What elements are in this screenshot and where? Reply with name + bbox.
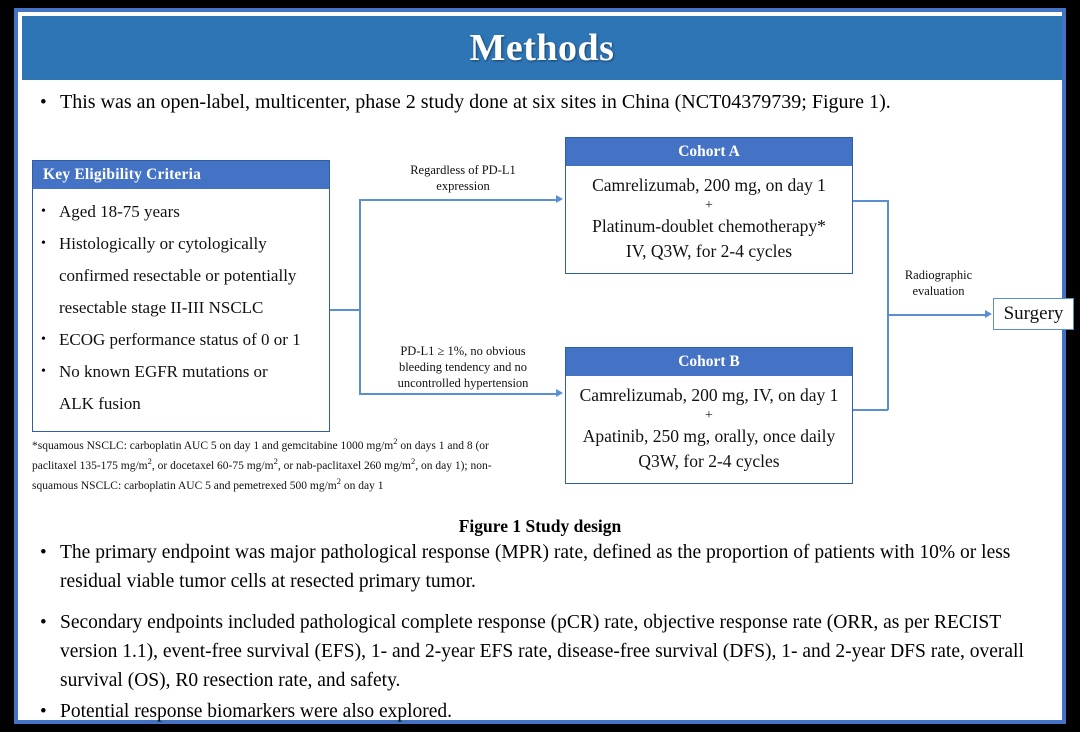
list-item: • Aged 18-75 years	[41, 197, 323, 227]
body-bullet-text: The primary endpoint was major pathologi…	[60, 542, 1011, 592]
connector-to-surgery	[887, 314, 987, 316]
list-item-label: ECOG performance status of 0 or 1	[59, 330, 301, 349]
list-item-continuation: ALK fusion	[41, 389, 323, 419]
slide-canvas: Methods • This was an open-label, multic…	[14, 8, 1074, 726]
bullet-marker-icon: •	[41, 364, 46, 379]
bullet-marker-icon: •	[40, 542, 47, 563]
cohort-b-body: Camrelizumab, 200 mg, IV, on day 1 + Apa…	[566, 376, 852, 483]
cohort-b-line1: Camrelizumab, 200 mg, IV, on day 1	[579, 385, 839, 405]
connector-a-label-line1: Regardless of PD-L1	[410, 163, 516, 177]
radiographic-label-line2: evaluation	[912, 284, 965, 298]
cohort-b-line2: Apatinib, 250 mg, orally, once daily	[582, 426, 836, 446]
cohort-b-card: Cohort B Camrelizumab, 200 mg, IV, on da…	[565, 347, 853, 484]
study-design-figure: Key Eligibility Criteria • Aged 18-75 ye…	[18, 124, 1074, 514]
connector-trunk-stub	[330, 309, 360, 311]
connector-b-label-line2: bleeding tendency and no	[398, 360, 528, 374]
connector-a-label-line2: expression	[436, 179, 490, 193]
lead-bullet-text: This was an open-label, multicenter, pha…	[60, 91, 891, 113]
eligibility-card-body: • Aged 18-75 years • Histologically or c…	[33, 189, 329, 431]
bullet-marker-icon: •	[40, 701, 47, 722]
arrow-head-a-icon	[556, 195, 563, 203]
connector-branch-b	[359, 393, 557, 395]
radiographic-evaluation-label: Radiographic evaluation	[891, 267, 986, 299]
list-item-label: No known EGFR mutations or	[59, 362, 268, 381]
footnote-line: squamous NSCLC: carboplatin AUC 5 and pe…	[32, 475, 384, 492]
connector-a-label: Regardless of PD-L1 expression	[368, 162, 558, 194]
arrow-head-b-icon	[556, 389, 563, 397]
arrow-head-surgery-icon	[985, 310, 992, 318]
connector-b-label: PD-L1 ≥ 1%, no obvious bleeding tendency…	[368, 343, 558, 391]
list-item-label: ALK fusion	[59, 394, 141, 413]
connector-branch-a	[359, 199, 557, 201]
slide-title-bar: Methods	[22, 16, 1062, 80]
body-bullet-text: Secondary endpoints included pathologica…	[60, 612, 1024, 691]
eligibility-card: Key Eligibility Criteria • Aged 18-75 ye…	[32, 160, 330, 432]
list-item-label: confirmed resectable or potentially	[59, 266, 297, 285]
list-item-continuation: confirmed resectable or potentially	[41, 261, 323, 291]
list-item: • ECOG performance status of 0 or 1	[41, 325, 323, 355]
page-title: Methods	[469, 27, 615, 69]
bullet-marker-icon: •	[40, 92, 47, 113]
bullet-marker-icon: •	[40, 612, 47, 633]
bullet-marker-icon: •	[41, 332, 46, 347]
cohort-a-line3: IV, Q3W, for 2-4 cycles	[625, 241, 793, 261]
list-item-label: resectable stage II-III NSCLC	[59, 298, 264, 317]
cohort-a-plus: +	[705, 198, 713, 213]
cohort-a-line2: Platinum-doublet chemotherapy*	[592, 216, 826, 236]
body-bullet-primary-endpoint: • The primary endpoint was major patholo…	[40, 538, 1052, 596]
radiographic-label-line1: Radiographic	[904, 268, 973, 282]
cohort-a-line1: Camrelizumab, 200 mg, on day 1	[592, 175, 826, 195]
bullet-marker-icon: •	[41, 236, 46, 251]
surgery-node: Surgery	[993, 298, 1074, 330]
footnote-line: paclitaxel 135-175 mg/m2, or docetaxel 6…	[32, 455, 492, 472]
connector-b-label-line1: PD-L1 ≥ 1%, no obvious	[400, 344, 526, 358]
connector-merge-a	[853, 200, 888, 202]
body-bullet-biomarkers: • Potential response biomarkers were als…	[40, 697, 1052, 726]
cohort-b-header: Cohort B	[566, 348, 852, 376]
connector-merge-vertical	[887, 200, 889, 410]
connector-b-label-line3: uncontrolled hypertension	[397, 376, 529, 390]
cohort-a-card: Cohort A Camrelizumab, 200 mg, on day 1 …	[565, 137, 853, 274]
figure-caption: Figure 1 Study design	[458, 516, 622, 536]
connector-merge-b	[853, 409, 888, 411]
cohort-a-body: Camrelizumab, 200 mg, on day 1 + Platinu…	[566, 166, 852, 273]
list-item-label: Aged 18-75 years	[59, 202, 180, 221]
list-item-label: Histologically or cytologically	[59, 234, 267, 253]
cohort-b-plus: +	[705, 408, 713, 423]
footnote-line: *squamous NSCLC: carboplatin AUC 5 on da…	[32, 436, 489, 452]
body-bullet-secondary-endpoints: • Secondary endpoints included pathologi…	[40, 608, 1052, 695]
surgery-label: Surgery	[1003, 303, 1064, 324]
connector-trunk-vertical	[359, 199, 361, 394]
figure-footnote: *squamous NSCLC: carboplatin AUC 5 on da…	[32, 434, 572, 493]
body-bullet-text: Potential response biomarkers were also …	[60, 701, 453, 722]
lead-bullet: • This was an open-label, multicenter, p…	[40, 88, 1050, 117]
eligibility-card-header: Key Eligibility Criteria	[33, 161, 329, 189]
bullet-marker-icon: •	[41, 204, 46, 219]
list-item: • No known EGFR mutations or	[41, 357, 323, 387]
cohort-b-line3: Q3W, for 2-4 cycles	[638, 451, 780, 471]
cohort-a-header: Cohort A	[566, 138, 852, 166]
list-item-continuation: resectable stage II-III NSCLC	[41, 293, 323, 323]
list-item: • Histologically or cytologically	[41, 229, 323, 259]
